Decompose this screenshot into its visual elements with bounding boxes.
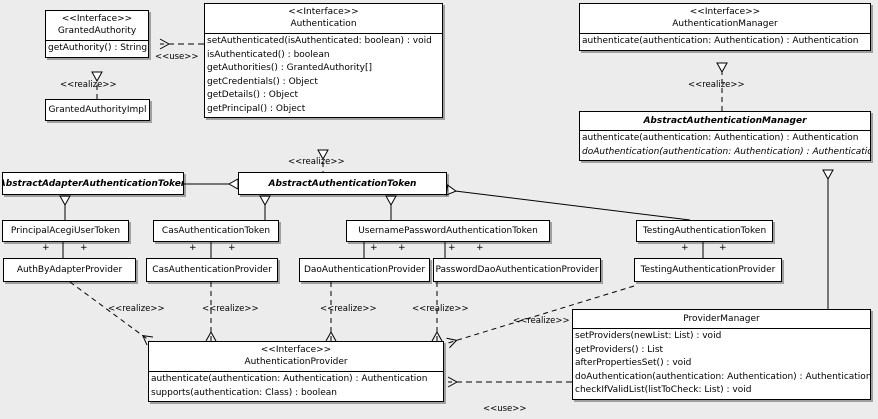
operation: getCredentials() : Object bbox=[207, 76, 318, 87]
association-plus: + bbox=[719, 243, 727, 253]
operations-compartment: authenticate(authentication: Authenticat… bbox=[580, 33, 870, 50]
operation: afterPropertiesSet() : void bbox=[575, 358, 692, 368]
association-plus: + bbox=[42, 243, 50, 253]
class-header: <<Interface>> AuthenticationProvider bbox=[149, 342, 443, 371]
operation: authenticate(authentication: Authenticat… bbox=[582, 133, 859, 143]
class-username-password-authentication-token[interactable]: UsernamePasswordAuthenticationToken bbox=[346, 220, 550, 242]
operations-compartment: getAuthority() : String bbox=[46, 40, 148, 57]
edge-label-realize-granted-authority-impl: <<realize>> bbox=[60, 80, 117, 90]
class-authentication-provider[interactable]: <<Interface>> AuthenticationProvider aut… bbox=[148, 341, 444, 402]
class-header: ProviderManager bbox=[573, 310, 870, 328]
edge-label-use-granted-authority: <<use>> bbox=[155, 52, 199, 62]
class-auth-by-adapter-provider[interactable]: AuthByAdapterProvider bbox=[3, 258, 136, 282]
association-plus: + bbox=[681, 243, 689, 253]
class-name: PasswordDaoAuthenticationProvider bbox=[435, 265, 599, 275]
class-header: <<Interface>> AuthenticationManager bbox=[580, 4, 870, 33]
class-authentication-manager[interactable]: <<Interface>> AuthenticationManager auth… bbox=[579, 3, 871, 51]
stereotype-label: <<Interface>> bbox=[260, 345, 332, 355]
class-name: TestingAuthenticationToken bbox=[642, 226, 767, 236]
class-name: Authentication bbox=[290, 19, 357, 29]
edge-label-realize-dao-authentication-provider: <<realize>> bbox=[320, 304, 377, 314]
operations-compartment: setAuthenticated(isAuthenticated: boolea… bbox=[205, 33, 442, 117]
class-granted-authority-impl[interactable]: GrantedAuthorityImpl bbox=[45, 99, 150, 121]
class-name: TestingAuthenticationProvider bbox=[640, 265, 776, 275]
class-granted-authority[interactable]: <<Interface>> GrantedAuthority getAuthor… bbox=[45, 10, 149, 58]
class-name: AuthenticationManager bbox=[672, 19, 778, 29]
class-dao-authentication-provider[interactable]: DaoAuthenticationProvider bbox=[299, 258, 430, 282]
operations-compartment: setProviders(newList: List) : void getPr… bbox=[573, 328, 870, 399]
class-abstract-adapter-authentication-token[interactable]: AbstractAdapterAuthenticationToken bbox=[2, 172, 184, 195]
stereotype-label: <<Interface>> bbox=[689, 7, 761, 17]
class-abstract-authentication-manager[interactable]: AbstractAuthenticationManager authentica… bbox=[579, 111, 871, 161]
operation: isAuthenticated() : boolean bbox=[207, 49, 330, 60]
operation: supports(authentication: Class) : boolea… bbox=[151, 387, 337, 398]
class-name: AbstractAdapterAuthenticationToken bbox=[2, 178, 184, 189]
association-plus: + bbox=[370, 243, 378, 253]
class-password-dao-authentication-provider[interactable]: PasswordDaoAuthenticationProvider bbox=[433, 258, 601, 282]
class-name: AuthByAdapterProvider bbox=[16, 265, 123, 275]
association-plus: + bbox=[448, 243, 456, 253]
class-principal-acegi-user-token[interactable]: PrincipalAcegiUserToken bbox=[2, 220, 129, 242]
operation: setAuthenticated(isAuthenticated: boolea… bbox=[207, 36, 432, 46]
class-name: GrantedAuthority bbox=[57, 26, 137, 36]
operation: getAuthority() : String bbox=[48, 43, 148, 53]
class-name: AuthenticationProvider bbox=[244, 357, 348, 367]
operation: getPrincipal() : Object bbox=[207, 103, 306, 114]
operations-compartment: authenticate(authentication: Authenticat… bbox=[580, 130, 870, 160]
edge-label-realize-abstract-authentication-token: <<realize>> bbox=[288, 157, 345, 167]
association-plus: + bbox=[80, 243, 88, 253]
class-cas-authentication-provider[interactable]: CasAuthenticationProvider bbox=[146, 258, 278, 282]
stereotype-label: <<Interface>> bbox=[288, 7, 359, 17]
class-header: <<Interface>> GrantedAuthority bbox=[46, 11, 148, 40]
class-header: <<Interface>> Authentication bbox=[205, 4, 442, 33]
association-plus: + bbox=[398, 243, 406, 253]
edge-label-realize-cas-authentication-provider: <<realize>> bbox=[202, 304, 259, 314]
class-name: CasAuthenticationProvider bbox=[152, 265, 272, 275]
class-name: AbstractAuthenticationManager bbox=[643, 116, 807, 126]
operation: checkIfValidList(listToCheck: List) : vo… bbox=[575, 385, 752, 395]
operation: setProviders(newList: List) : void bbox=[575, 331, 722, 341]
class-header: AbstractAuthenticationManager bbox=[580, 112, 870, 130]
class-provider-manager[interactable]: ProviderManager setProviders(newList: Li… bbox=[572, 309, 871, 400]
class-name: UsernamePasswordAuthenticationToken bbox=[358, 226, 538, 236]
operation: doAuthentication(authentication: Authent… bbox=[582, 146, 871, 157]
edge-label-realize-password-dao-authentication-provider: <<realize>> bbox=[412, 304, 469, 314]
edge-label-realize-abstract-authentication-manager: <<realize>> bbox=[688, 80, 745, 90]
operation: getDetails() : Object bbox=[207, 90, 299, 100]
class-abstract-authentication-token[interactable]: AbstractAuthenticationToken bbox=[238, 172, 447, 195]
operation: getAuthorities() : GrantedAuthority[] bbox=[207, 63, 372, 73]
class-name: ProviderManager bbox=[683, 314, 760, 324]
operations-compartment: authenticate(authentication: Authenticat… bbox=[149, 371, 443, 401]
class-testing-authentication-provider[interactable]: TestingAuthenticationProvider bbox=[634, 258, 782, 282]
operation: authenticate(authentication: Authenticat… bbox=[151, 374, 428, 384]
class-name: PrincipalAcegiUserToken bbox=[10, 226, 121, 236]
class-authentication[interactable]: <<Interface>> Authentication setAuthenti… bbox=[204, 3, 443, 118]
class-testing-authentication-token[interactable]: TestingAuthenticationToken bbox=[636, 220, 773, 242]
class-name: DaoAuthenticationProvider bbox=[303, 265, 426, 275]
operation: authenticate(authentication: Authenticat… bbox=[582, 36, 859, 46]
operation: getProviders() : List bbox=[575, 344, 664, 355]
class-name: CasAuthenticationToken bbox=[161, 226, 271, 236]
edge-label-realize-testing-authentication-provider: <<realize>> bbox=[513, 316, 570, 326]
association-plus: + bbox=[228, 243, 236, 253]
edge-label-realize-auth-by-adapter-provider: <<realize>> bbox=[108, 304, 165, 314]
stereotype-label: <<Interface>> bbox=[61, 14, 133, 24]
edge-label-use-provider-manager: <<use>> bbox=[483, 404, 527, 414]
class-name: GrantedAuthorityImpl bbox=[48, 105, 147, 115]
operation: doAuthentication(authentication: Authent… bbox=[575, 371, 871, 382]
association-plus: + bbox=[189, 243, 197, 253]
class-name: AbstractAuthenticationToken bbox=[268, 178, 417, 189]
class-cas-authentication-token[interactable]: CasAuthenticationToken bbox=[153, 220, 279, 242]
association-plus: + bbox=[476, 243, 484, 253]
